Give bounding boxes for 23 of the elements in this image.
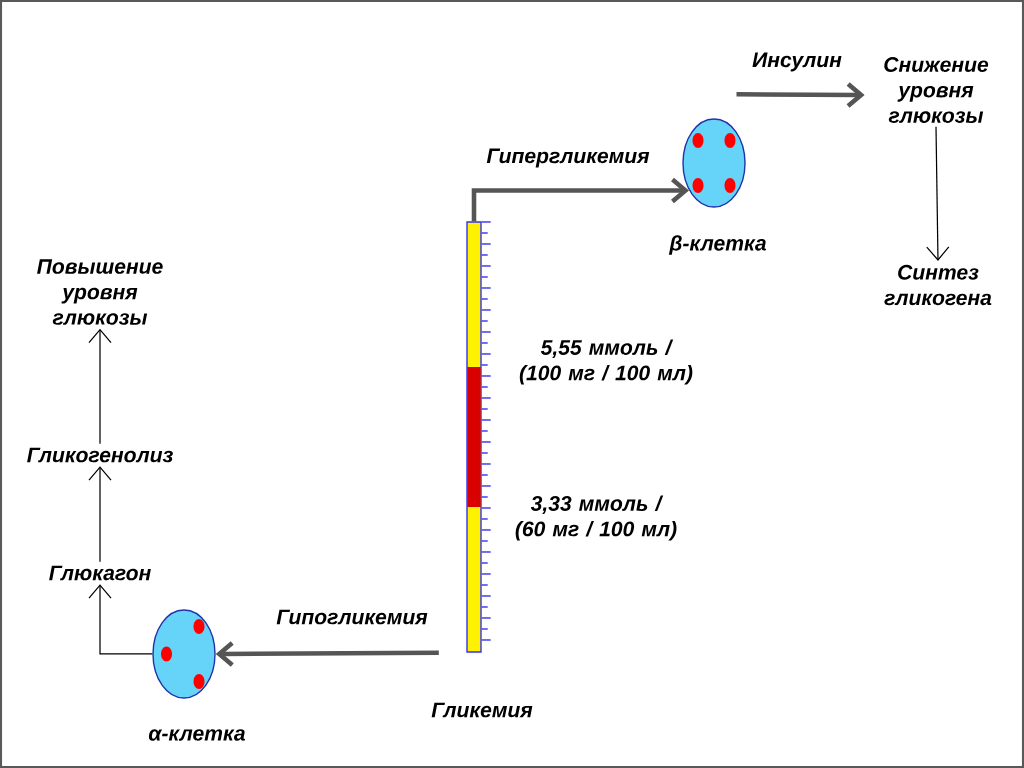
cell-circle [682, 118, 746, 208]
arrow [88, 328, 112, 445]
edge-label: Инсулин [750, 50, 844, 74]
step-text: Гликогенолиз [27, 447, 173, 463]
threshold-label: 3,33 ммоль / (60 мг / 100 мл) [515, 495, 677, 541]
arrow [215, 641, 439, 667]
glycemia-scale [466, 221, 492, 653]
edge-label: Гипогликемия [274, 607, 430, 627]
arrow [471, 177, 689, 222]
arrow [736, 82, 865, 108]
edge-label: Гипергликемия [484, 146, 652, 170]
arrow [88, 584, 153, 655]
cell-caption: Гликемия [431, 702, 533, 718]
step-text: Глюкагон [49, 565, 151, 581]
cell-caption: α-клетка [148, 729, 245, 741]
step-text: Повышение уровня глюкозы [37, 259, 163, 325]
cell-circle [152, 609, 216, 699]
arrow [926, 126, 950, 261]
step-text: Снижение уровня глюкозы [884, 57, 989, 123]
cell-caption: β-клетка [668, 235, 766, 255]
threshold-label: 5,55 ммоль / (100 мг / 100 мл) [519, 339, 693, 385]
step-text: Синтез гликогена [884, 264, 992, 306]
arrow [88, 466, 112, 563]
